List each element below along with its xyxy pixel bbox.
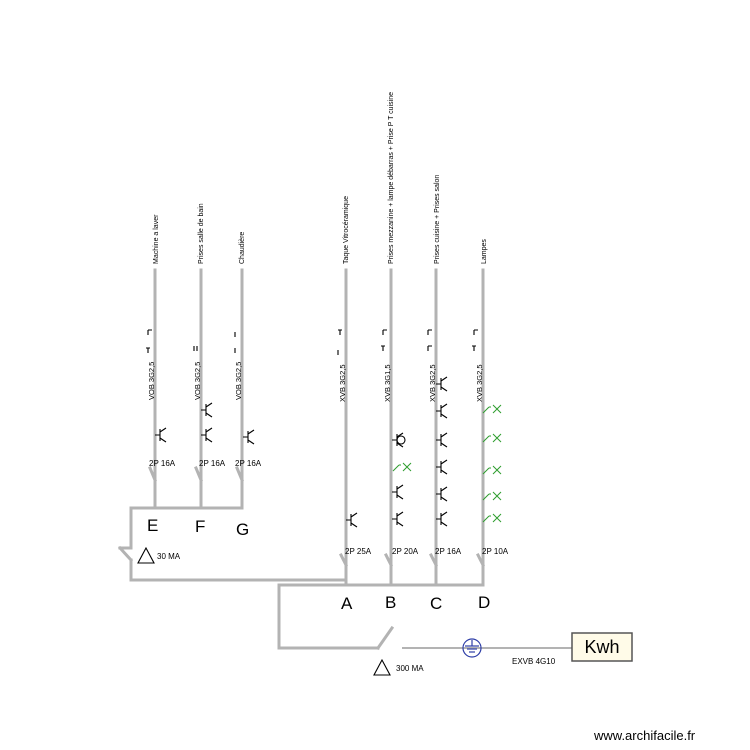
lamp-icon (482, 404, 502, 414)
socket-icon (392, 511, 404, 527)
label-B: Prises mezzanine + lampe débarras + Pris… (388, 92, 395, 264)
socket-icon (155, 427, 167, 443)
socket-icon (436, 511, 448, 527)
breaker-ratings: 2P 16A 2P 16A 2P 16A 2P 25A 2P 20A 2P 16… (149, 459, 509, 556)
letter-A: A (341, 594, 353, 613)
differential-30ma-switch (117, 545, 134, 563)
cable-G: VOB 3G2,5 (234, 362, 243, 400)
main-bus (277, 583, 572, 651)
meter-box: Kwh (571, 632, 633, 662)
rating-D: 2P 10A (482, 547, 509, 556)
triangle-300ma-icon (373, 658, 391, 676)
rating-C: 2P 16A (435, 547, 462, 556)
supply-cable-label: EXVB 4G10 (512, 657, 556, 666)
cable-labels: VOB 3G2,5 VOB 3G2,5 VOB 3G2,5 XVB 3G2,5 … (147, 362, 484, 402)
cable-A: XVB 3G2,5 (338, 364, 347, 402)
breakers (148, 466, 486, 587)
earth-ground-icon (462, 638, 482, 658)
label-G: Chaudière (239, 232, 246, 264)
breaker-switch-D (475, 552, 486, 568)
cable-B: XVB 3G1,5 (383, 364, 392, 402)
letter-B: B (385, 593, 396, 612)
label-A: Taque Vitrocéramique (343, 196, 350, 264)
rating-G: 2P 16A (235, 459, 262, 468)
cable-D: XVB 3G2,5 (475, 364, 484, 402)
label-C: Prises cuisine + Prises salon (434, 175, 441, 264)
breaker-switch-B (383, 552, 394, 568)
label-30ma: 30 MA (157, 552, 181, 561)
meter-label: Kwh (584, 637, 619, 657)
socket-icon (243, 429, 255, 445)
rating-B: 2P 20A (392, 547, 419, 556)
breaker-switch-E (148, 466, 157, 482)
lamp-icon (392, 462, 412, 472)
lamp-icon (482, 433, 502, 443)
differential-icons: 30 MA 300 MA (137, 546, 424, 676)
cable-C: XVB 3G2,5 (428, 364, 437, 402)
letter-C: C (430, 594, 442, 613)
label-F: Prises salle de bain (198, 203, 205, 264)
breaker-switch-A (338, 552, 349, 568)
cable-F: VOB 3G2,5 (193, 362, 202, 400)
breaker-switch-C (428, 552, 439, 568)
watermark-url: www.archifacile.fr (593, 728, 696, 743)
breaker-switch-G (235, 466, 244, 482)
socket-icon (436, 432, 448, 448)
socket-icon (392, 484, 404, 500)
label-D: Lampes (481, 239, 488, 264)
lamp-icon (482, 513, 502, 523)
letter-D: D (478, 593, 490, 612)
lamp-icon (482, 491, 502, 501)
socket-icon (201, 402, 213, 418)
letter-F: F (195, 517, 205, 536)
cable-E: VOB 3G2,5 (147, 362, 156, 400)
socket-icon (436, 459, 448, 475)
circuit-labels: Machine a laver Prises salle de bain Cha… (153, 92, 488, 264)
letter-G: G (236, 520, 249, 539)
socket-symbols (155, 376, 448, 528)
socket-icon (436, 486, 448, 502)
circuit-letters: E F G A B C D (147, 516, 490, 613)
lamp-icon (482, 465, 502, 475)
rating-F: 2P 16A (199, 459, 226, 468)
socket-icon (346, 512, 358, 528)
label-E: Machine a laver (153, 214, 160, 264)
triangle-30ma-icon (137, 546, 155, 564)
conductor-ticks (146, 329, 478, 355)
differential-300ma-switch (375, 625, 395, 651)
breaker-switch-F (194, 466, 203, 482)
socket-icon (436, 403, 448, 419)
letter-E: E (147, 516, 158, 535)
sub-bus (117, 506, 348, 582)
socket-icon (201, 427, 213, 443)
socket-icon (436, 376, 448, 392)
socket-icon (392, 432, 406, 448)
rating-E: 2P 16A (149, 459, 176, 468)
lamp-symbols (392, 404, 502, 523)
label-300ma: 300 MA (396, 664, 424, 673)
circuit-wires (153, 268, 485, 567)
bus-30ma (129, 506, 244, 550)
rating-A: 2P 25A (345, 547, 372, 556)
